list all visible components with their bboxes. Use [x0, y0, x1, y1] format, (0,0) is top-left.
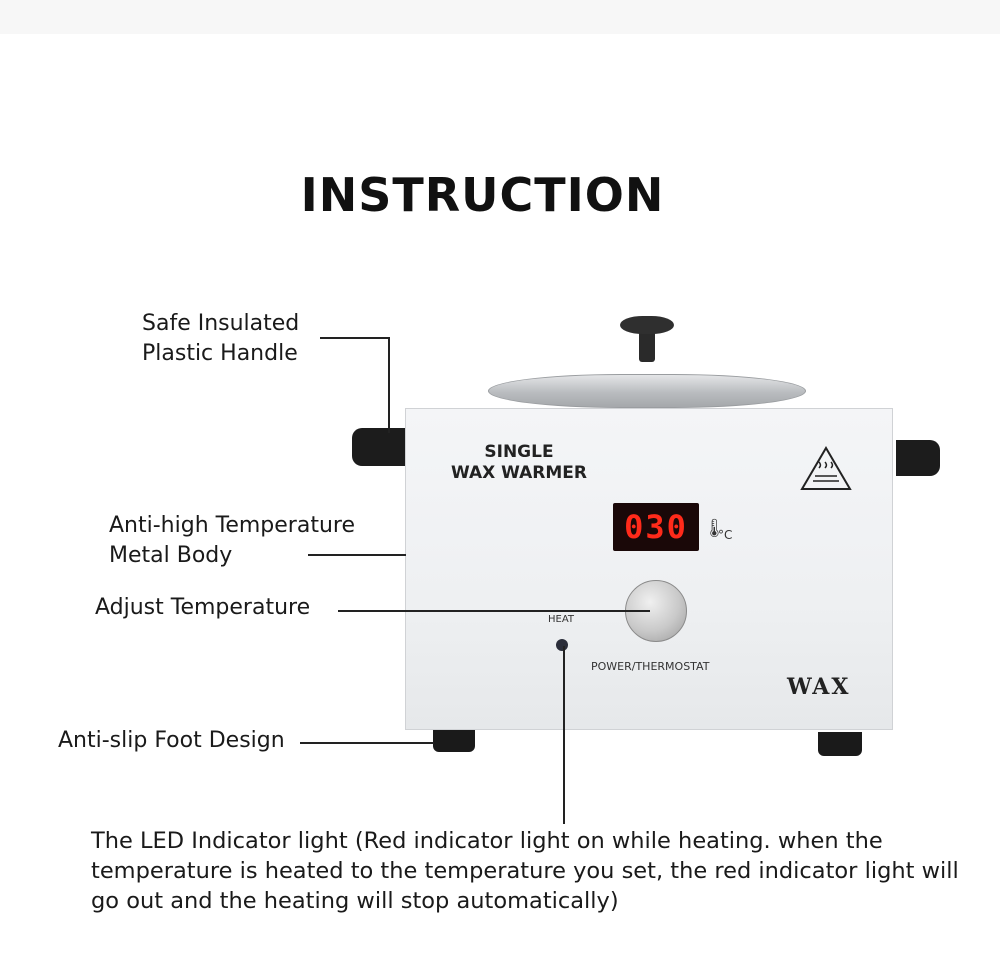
body-callout-label: Anti-high Temperature Metal Body: [109, 511, 355, 571]
temperature-display: 030: [613, 503, 699, 551]
page-title: INSTRUCTION: [300, 168, 665, 222]
foot-callout-label: Anti-slip Foot Design: [58, 728, 285, 753]
led-indicator-note: The LED Indicator light (Red indicator l…: [91, 828, 959, 914]
thermometer-icon: 🌡: [703, 518, 726, 539]
power-thermostat-label: POWER/THERMOSTAT: [591, 660, 710, 673]
metal-body: [405, 408, 893, 730]
handle-callout-line1: Safe Insulated: [142, 311, 300, 336]
right-foot: [818, 732, 862, 756]
body-callout-line2: Metal Body: [109, 543, 233, 568]
led-indicator: [556, 639, 568, 651]
handle-leader-v: [388, 337, 390, 433]
metal-lid: [488, 374, 806, 408]
left-handle: [352, 428, 406, 466]
body-callout-line1: Anti-high Temperature: [109, 513, 355, 538]
temperature-unit: °C: [718, 528, 733, 542]
product-name: SINGLE WAX WARMER: [434, 442, 604, 484]
product-name-line1: SINGLE: [484, 442, 554, 462]
heat-label: HEAT: [548, 614, 575, 625]
foot-leader: [300, 742, 434, 744]
adjust-callout-label: Adjust Temperature: [95, 595, 311, 620]
hot-surface-warning-icon: [800, 446, 852, 490]
body-leader: [308, 554, 406, 556]
led-leader: [563, 646, 565, 824]
lid-knob-stem: [639, 330, 655, 362]
top-band: [0, 0, 1000, 34]
lid-knob: [620, 316, 674, 334]
right-handle: [896, 440, 940, 476]
left-foot: [433, 730, 475, 752]
handle-callout-line2: Plastic Handle: [142, 341, 298, 366]
product-name-line2: WAX WARMER: [450, 463, 588, 483]
wax-logo: WAX: [787, 674, 851, 700]
handle-callout-label: Safe Insulated Plastic Handle: [142, 309, 299, 369]
adjust-leader: [338, 610, 650, 612]
handle-leader-h: [320, 337, 390, 339]
